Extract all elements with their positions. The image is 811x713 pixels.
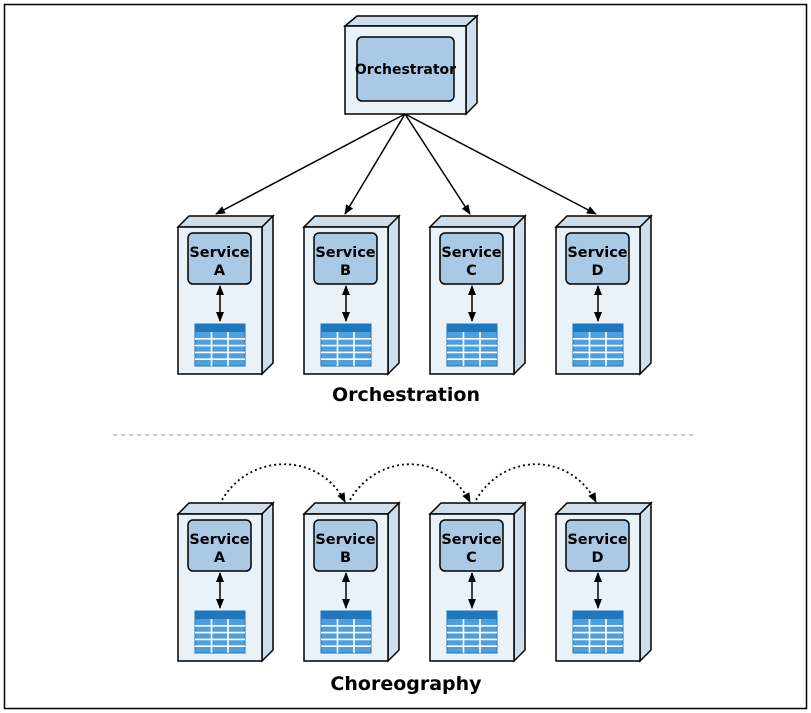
service-letter: D xyxy=(591,263,603,279)
service-label: Service xyxy=(567,532,627,548)
server-side-face xyxy=(639,501,652,663)
service-label: Service xyxy=(441,532,501,548)
server-side-face xyxy=(387,501,400,663)
arrow-to-service-b xyxy=(344,113,406,215)
arrow-to-service-a xyxy=(215,113,406,215)
orchestrator-side-face xyxy=(465,14,478,116)
arrow-to-service-d xyxy=(404,113,597,215)
server-side-face xyxy=(639,214,652,376)
service-label: Service xyxy=(189,245,249,261)
service-label: Service xyxy=(567,245,627,261)
service-box xyxy=(565,232,630,285)
service-label: Service xyxy=(189,532,249,548)
service-label: Service xyxy=(315,532,375,548)
server-top-face xyxy=(428,502,527,515)
server-top-face xyxy=(428,215,527,228)
service-label: Service xyxy=(441,245,501,261)
orchestrator-label: Orchestrator xyxy=(355,62,456,78)
choreography-caption: Choreography xyxy=(330,673,482,695)
figure-border xyxy=(3,3,808,710)
service-box xyxy=(439,232,504,285)
event-arrow-a-to-b xyxy=(221,463,346,503)
server-top-face xyxy=(554,215,653,228)
orchestrator-inner-box xyxy=(356,36,455,102)
service-box xyxy=(439,519,504,572)
service-letter: B xyxy=(340,263,351,279)
service-letter: C xyxy=(466,263,477,279)
service-box xyxy=(187,232,252,285)
database-icon xyxy=(320,323,372,367)
service-letter: A xyxy=(214,263,226,279)
orchestrator-node: Orchestrator xyxy=(342,14,479,116)
arrow-to-service-c xyxy=(404,113,471,215)
service-letter: B xyxy=(340,550,351,566)
service-box xyxy=(313,232,378,285)
server-side-face xyxy=(513,214,526,376)
database-icon xyxy=(446,323,498,367)
server-top-face xyxy=(176,215,275,228)
database-icon xyxy=(320,610,372,654)
server-side-face xyxy=(261,214,274,376)
database-icon xyxy=(446,610,498,654)
database-icon xyxy=(194,323,246,367)
service-letter: C xyxy=(466,550,477,566)
database-icon xyxy=(194,610,246,654)
database-icon xyxy=(572,610,624,654)
orchestrator-top-face xyxy=(342,15,479,27)
service-box xyxy=(565,519,630,572)
orchestration-caption: Orchestration xyxy=(332,384,480,406)
service-letter: D xyxy=(591,550,603,566)
service-letter: A xyxy=(214,550,226,566)
service-box xyxy=(313,519,378,572)
server-side-face xyxy=(261,501,274,663)
server-side-face xyxy=(387,214,400,376)
service-label: Service xyxy=(315,245,375,261)
server-top-face xyxy=(302,215,401,228)
server-side-face xyxy=(513,501,526,663)
database-icon xyxy=(572,323,624,367)
server-top-face xyxy=(302,502,401,515)
server-top-face xyxy=(176,502,275,515)
server-top-face xyxy=(554,502,653,515)
orchestrator-arrows xyxy=(215,113,597,215)
choreography-event-arrows xyxy=(221,463,597,503)
service-box xyxy=(187,519,252,572)
